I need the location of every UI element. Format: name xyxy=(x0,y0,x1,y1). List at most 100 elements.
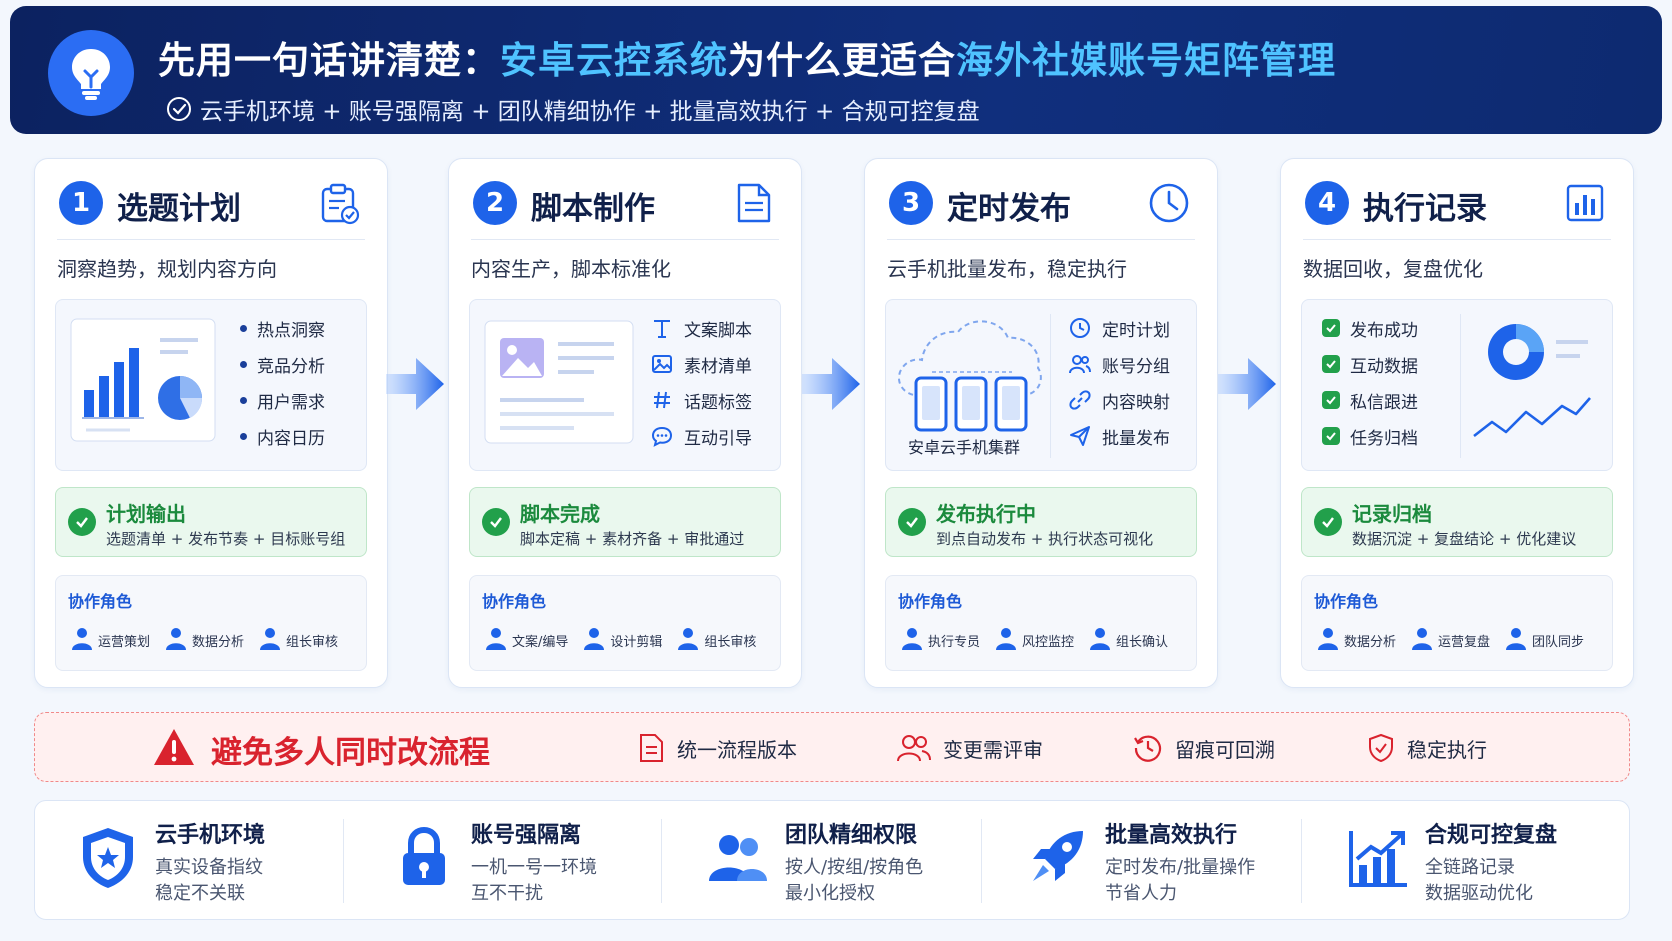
analytics-dashboard-illustration xyxy=(70,318,216,442)
history-icon xyxy=(1134,735,1162,762)
shield-check-icon xyxy=(1369,733,1393,763)
output-title: 脚本完成 xyxy=(520,502,600,526)
check-circle-icon xyxy=(1314,508,1342,536)
step-output-box: 发布执行中 到点自动发布 + 执行状态可视化 xyxy=(885,487,1197,557)
flow-arrow-icon xyxy=(386,358,444,410)
list-item: 文案脚本 xyxy=(650,316,752,341)
list-item: 私信跟进 xyxy=(1322,388,1418,413)
role-item: 组长审核 xyxy=(676,626,756,650)
shield-icon xyxy=(83,828,133,888)
cluster-label: 安卓云手机集群 xyxy=(908,438,1021,457)
step-card-4: 4 执行记录 数据回收，复盘优化 发布成功 互动数据 私信跟进 任务归档 记录归… xyxy=(1280,158,1634,688)
feature-desc-line: 真实设备指纹 xyxy=(155,857,263,878)
warning-item: 留痕可回溯 xyxy=(1133,733,1275,763)
user-icon xyxy=(1412,628,1433,650)
send-icon xyxy=(1068,424,1092,448)
bullet-icon xyxy=(240,432,247,440)
list-item: 互动引导 xyxy=(650,424,752,449)
checkbox-checked-icon xyxy=(1322,319,1340,337)
step-item-list: 热点洞察 竞品分析 用户需求 内容日历 xyxy=(240,316,325,449)
warning-banner: 避免多人同时改流程 统一流程版本 变更需评审 留痕可回溯 稳定执行 xyxy=(34,712,1630,782)
feature-desc-line: 全链路记录 xyxy=(1425,857,1515,878)
user-icon xyxy=(72,628,92,650)
role-item: 数据分析 xyxy=(1316,626,1396,650)
step-output-box: 计划输出 选题清单 + 发布节奏 + 目标账号组 xyxy=(55,487,367,557)
user-icon xyxy=(1506,628,1527,650)
bullet-icon xyxy=(240,360,247,368)
step-title: 定时发布 xyxy=(947,191,1071,227)
flow-arrow-icon xyxy=(1218,358,1276,410)
roles-title: 协作角色 xyxy=(68,592,133,611)
list-item: 竞品分析 xyxy=(240,352,325,377)
feature-item: 账号强隔离 一机一号一环境 互不干扰 xyxy=(391,801,651,921)
role-item: 执行专员 xyxy=(900,626,980,650)
step-detail-panel: 文案脚本 素材清单 话题标签 互动引导 xyxy=(469,299,781,471)
step-title: 脚本制作 xyxy=(531,191,655,227)
step-title: 执行记录 xyxy=(1363,191,1487,227)
step-number: 4 xyxy=(1305,181,1349,225)
checkbox-checked-icon xyxy=(1322,391,1340,409)
team-icon xyxy=(709,835,767,881)
output-description: 到点自动发布 + 执行状态可视化 xyxy=(936,530,1154,548)
feature-desc-line: 一机一号一环境 xyxy=(471,857,597,878)
flow-arrow-icon xyxy=(802,358,860,410)
user-icon xyxy=(166,628,187,650)
title-part-2: 安卓云控系统 xyxy=(500,39,728,82)
step-item-list: 文案脚本 素材清单 话题标签 互动引导 xyxy=(650,316,752,449)
step-description: 云手机批量发布，稳定执行 xyxy=(887,257,1127,281)
step-description: 数据回收，复盘优化 xyxy=(1303,257,1483,281)
list-item: 批量发布 xyxy=(1068,424,1170,449)
roles-title: 协作角色 xyxy=(898,592,963,611)
page-title: 先用一句话讲清楚：安卓云控系统为什么更适合海外社媒账号矩阵管理 xyxy=(158,30,1336,84)
feature-title: 团队精细权限 xyxy=(785,823,918,848)
users-icon xyxy=(897,735,931,762)
roles-title: 协作角色 xyxy=(482,592,547,611)
collaboration-roles: 协作角色 文案/编导 设计剪辑 组长审核 xyxy=(469,575,781,671)
check-circle-icon xyxy=(167,97,191,121)
growth-chart-icon xyxy=(1349,831,1407,887)
feature-desc-line: 最小化授权 xyxy=(785,883,875,904)
user-icon xyxy=(260,628,281,650)
step-detail-panel: 热点洞察 竞品分析 用户需求 内容日历 xyxy=(55,299,367,471)
output-title: 记录归档 xyxy=(1352,502,1432,526)
bar-chart-icon xyxy=(1566,184,1604,222)
role-item: 组长确认 xyxy=(1088,626,1168,650)
list-item: 任务归档 xyxy=(1322,424,1418,449)
user-icon xyxy=(584,628,605,650)
list-item: 内容日历 xyxy=(240,424,325,449)
collaboration-roles: 协作角色 数据分析 运营复盘 团队同步 xyxy=(1301,575,1613,671)
role-item: 运营复盘 xyxy=(1410,626,1490,650)
list-item: 内容映射 xyxy=(1068,388,1170,413)
step-number: 3 xyxy=(889,181,933,225)
document-icon xyxy=(737,183,771,223)
header-banner: 先用一句话讲清楚：安卓云控系统为什么更适合海外社媒账号矩阵管理 云手机环境 + … xyxy=(10,6,1662,134)
clock-icon xyxy=(1149,183,1189,223)
step-item-list: 发布成功 互动数据 私信跟进 任务归档 xyxy=(1322,316,1418,449)
step-output-box: 记录归档 数据沉淀 + 复盘结论 + 优化建议 xyxy=(1301,487,1613,557)
step-description: 洞察趋势，规划内容方向 xyxy=(57,257,277,281)
check-circle-icon xyxy=(898,508,926,536)
clock-icon xyxy=(1068,316,1092,340)
step-detail-panel: 安卓云手机集群 定时计划 账号分组 内容映射 批量发布 xyxy=(885,299,1197,471)
list-item: 用户需求 xyxy=(240,388,325,413)
step-card-1: 1 选题计划 洞察趋势，规划内容方向 热点洞察 竞品分析 用户需求 xyxy=(34,158,388,688)
step-number: 1 xyxy=(59,181,103,225)
role-item: 团队同步 xyxy=(1504,626,1584,650)
feature-desc-line: 互不干扰 xyxy=(471,883,543,904)
user-icon xyxy=(1318,628,1338,650)
page-subtitle: 云手机环境 + 账号强隔离 + 团队精细协作 + 批量高效执行 + 合规可控复盘 xyxy=(166,92,980,126)
user-icon xyxy=(486,628,506,650)
subtitle-text: 云手机环境 + 账号强隔离 + 团队精细协作 + 批量高效执行 + 合规可控复盘 xyxy=(200,99,980,125)
feature-desc-line: 数据驱动优化 xyxy=(1425,883,1533,904)
collaboration-roles: 协作角色 运营策划 数据分析 组长审核 xyxy=(55,575,367,671)
lightbulb-icon xyxy=(48,30,134,116)
user-icon xyxy=(678,628,699,650)
bullet-icon xyxy=(240,396,247,404)
check-circle-icon xyxy=(68,508,96,536)
step-number: 2 xyxy=(473,181,517,225)
list-item: 热点洞察 xyxy=(240,316,325,341)
bullet-icon xyxy=(240,324,247,332)
collaboration-roles: 协作角色 执行专员 风控监控 组长确认 xyxy=(885,575,1197,671)
text-type-icon xyxy=(650,316,674,340)
checkbox-checked-icon xyxy=(1322,355,1340,373)
